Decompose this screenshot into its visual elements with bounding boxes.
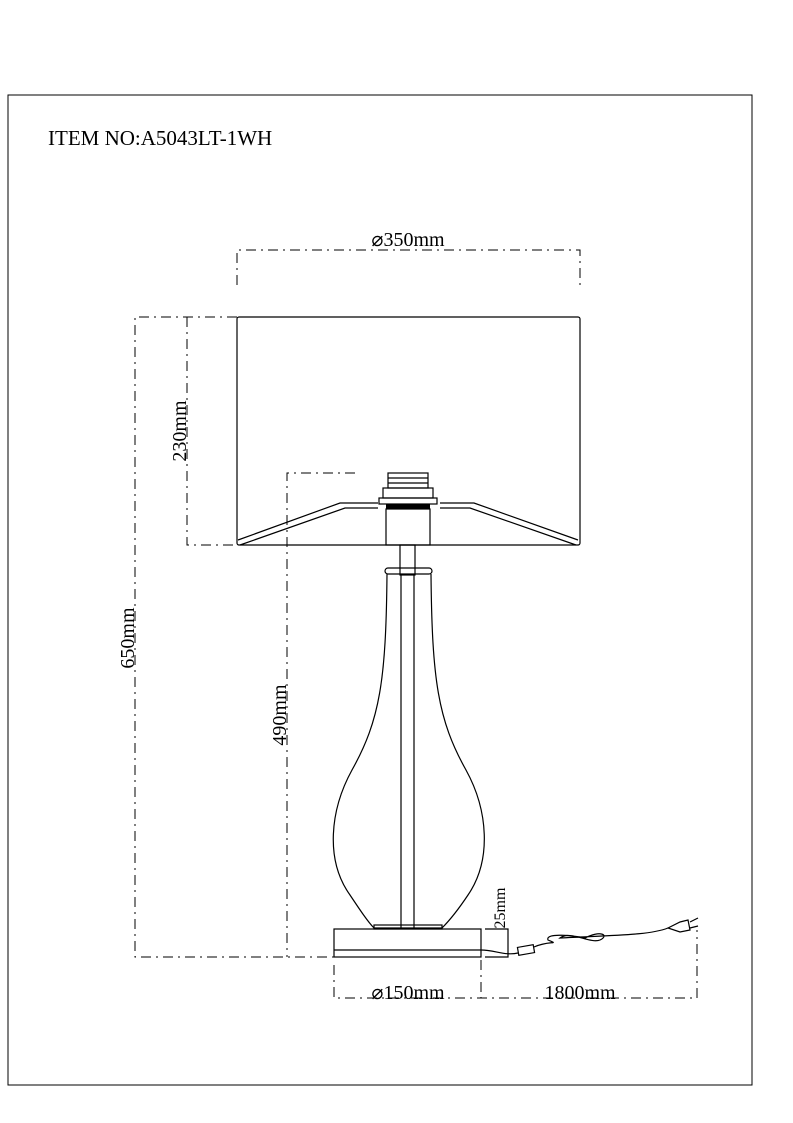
item-number: ITEM NO:A5043LT-1WH	[48, 126, 272, 150]
drawing-frame	[7, 94, 753, 1086]
lamp-socket	[378, 472, 438, 546]
cord-length-label: 1800mm	[544, 982, 616, 1004]
total-height-label: 650mm	[117, 607, 139, 669]
shade-diameter-label: ⌀350mm	[371, 229, 445, 251]
dimension-lines	[134, 249, 698, 999]
lamp-vase	[332, 544, 485, 930]
power-cord	[480, 917, 699, 957]
base-height-label: 25mm	[492, 887, 509, 928]
lamp-base	[333, 928, 482, 958]
shade-height-label: 230mm	[169, 400, 191, 462]
plug-icon	[666, 919, 691, 933]
socket-height-label: 490mm	[269, 684, 291, 746]
switch-icon	[516, 943, 536, 957]
lamp-shade	[236, 316, 581, 546]
base-diameter-label: ⌀150mm	[371, 982, 445, 1004]
